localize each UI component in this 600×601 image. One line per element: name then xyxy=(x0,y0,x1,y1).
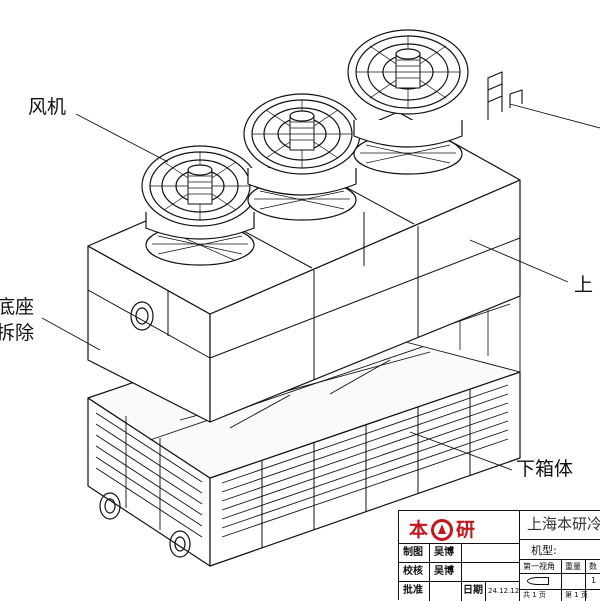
model-label: 机型: xyxy=(531,544,557,557)
logo-char-right: 研 xyxy=(456,518,476,541)
callout-lower-box: 下箱体 xyxy=(516,458,574,480)
company-name: 上海本研冷 xyxy=(527,515,600,533)
first-angle-projection-icon xyxy=(527,577,549,585)
view-label: 第一视角 xyxy=(523,562,555,571)
callout-base-line1: 底座 xyxy=(0,296,35,318)
callout-fan: 风机 xyxy=(28,96,67,118)
leader-fan xyxy=(75,113,169,163)
logo-char-left: 本 xyxy=(409,518,429,541)
weight-label: 重量 xyxy=(565,562,581,571)
callout-upper-box: 上 xyxy=(574,274,594,296)
row-label-draw: 制图 xyxy=(403,547,423,558)
date-label: 日期 xyxy=(463,585,483,596)
leader-upper xyxy=(509,103,600,129)
fan-2 xyxy=(243,93,361,221)
qty-label: 数 xyxy=(589,562,597,571)
row-label-check: 校核 xyxy=(403,566,423,577)
leader-base xyxy=(41,317,101,351)
fan-3 xyxy=(347,29,469,175)
qty-value: 1 xyxy=(591,576,597,585)
total-pages: 共 1 页 xyxy=(523,591,546,599)
row-name-draw: 吴博 xyxy=(434,547,454,558)
company-logo: 本 研 xyxy=(409,519,475,541)
row-label-approve: 批准 xyxy=(403,585,423,596)
callout-base-line2: 拆除 xyxy=(0,322,35,344)
leader-upper-2 xyxy=(469,239,569,283)
fan-1 xyxy=(141,145,259,266)
title-block: 本 研 上海本研冷 机型: 第一视角 重量 数 1 共 1 页 第 1 页 制图… xyxy=(398,510,600,601)
leader-lower xyxy=(409,431,513,471)
row-name-check: 吴博 xyxy=(434,566,454,577)
logo-emblem-icon xyxy=(431,519,454,541)
page-number: 第 1 页 xyxy=(565,591,588,599)
date-value: 24.12.12 xyxy=(488,587,520,595)
